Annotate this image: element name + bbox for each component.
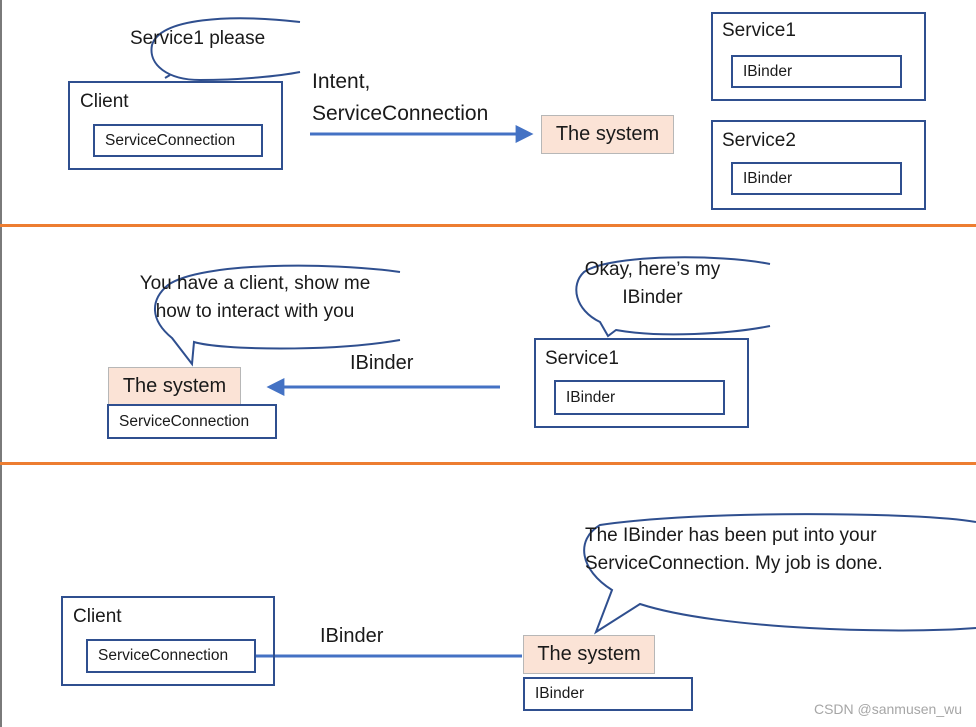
arrow-label-service-connection: ServiceConnection xyxy=(312,102,489,125)
system-box: The system xyxy=(108,367,241,405)
bubble-line: ServiceConnection. My job is done. xyxy=(585,553,883,574)
speech-bubble-outline xyxy=(150,17,301,82)
speech-bubble-text: Okay, here’s my IBinder xyxy=(565,256,740,312)
ibinder-box: IBinder xyxy=(554,380,725,415)
bubble-line: IBinder xyxy=(622,287,683,308)
service-connection-box: ServiceConnection xyxy=(107,404,277,439)
speech-bubble-text: Service1 please xyxy=(130,28,266,49)
service-connection-box: ServiceConnection xyxy=(93,124,263,157)
speech-bubble-text: You have a client, show me how to intera… xyxy=(115,270,395,326)
arrow-label-ibinder: IBinder xyxy=(350,352,414,374)
client-title: Client xyxy=(73,606,122,627)
ibinder-box: IBinder xyxy=(731,162,902,195)
bubble-line: You have a client, show me xyxy=(139,273,371,294)
service2-title: Service2 xyxy=(722,130,796,151)
system-box: The system xyxy=(541,115,674,154)
client-box: Client ServiceConnection xyxy=(68,81,283,170)
speech-bubble-outline xyxy=(154,264,401,367)
service1-title: Service1 xyxy=(722,20,796,41)
speech-bubble-outline xyxy=(575,256,771,338)
ibinder-box: IBinder xyxy=(523,677,693,711)
bubble-line: Okay, here’s my xyxy=(584,259,721,280)
client-box: Client ServiceConnection xyxy=(61,596,275,686)
bubble-line: The IBinder has been put into your xyxy=(585,525,877,546)
service2-box: Service2 IBinder xyxy=(711,120,926,210)
speech-bubble-outline xyxy=(583,513,976,635)
speech-bubble-text: The IBinder has been put into your Servi… xyxy=(585,522,883,578)
arrow-label-intent: Intent, xyxy=(312,70,371,93)
bubble-line: how to interact with you xyxy=(155,301,355,322)
service1-title: Service1 xyxy=(545,348,619,369)
service1-box: Service1 IBinder xyxy=(534,338,749,428)
service-connection-box: ServiceConnection xyxy=(86,639,256,673)
service1-box: Service1 IBinder xyxy=(711,12,926,101)
arrow-label-ibinder: IBinder xyxy=(320,625,384,647)
panel-divider-2 xyxy=(0,462,976,465)
left-border-line xyxy=(0,0,2,727)
speech-bubble-tail xyxy=(164,74,171,79)
client-title: Client xyxy=(80,91,129,112)
ibinder-box: IBinder xyxy=(731,55,902,88)
panel-divider-1 xyxy=(0,224,976,227)
system-box: The system xyxy=(523,635,655,674)
watermark: CSDN @sanmusen_wu xyxy=(813,701,962,717)
